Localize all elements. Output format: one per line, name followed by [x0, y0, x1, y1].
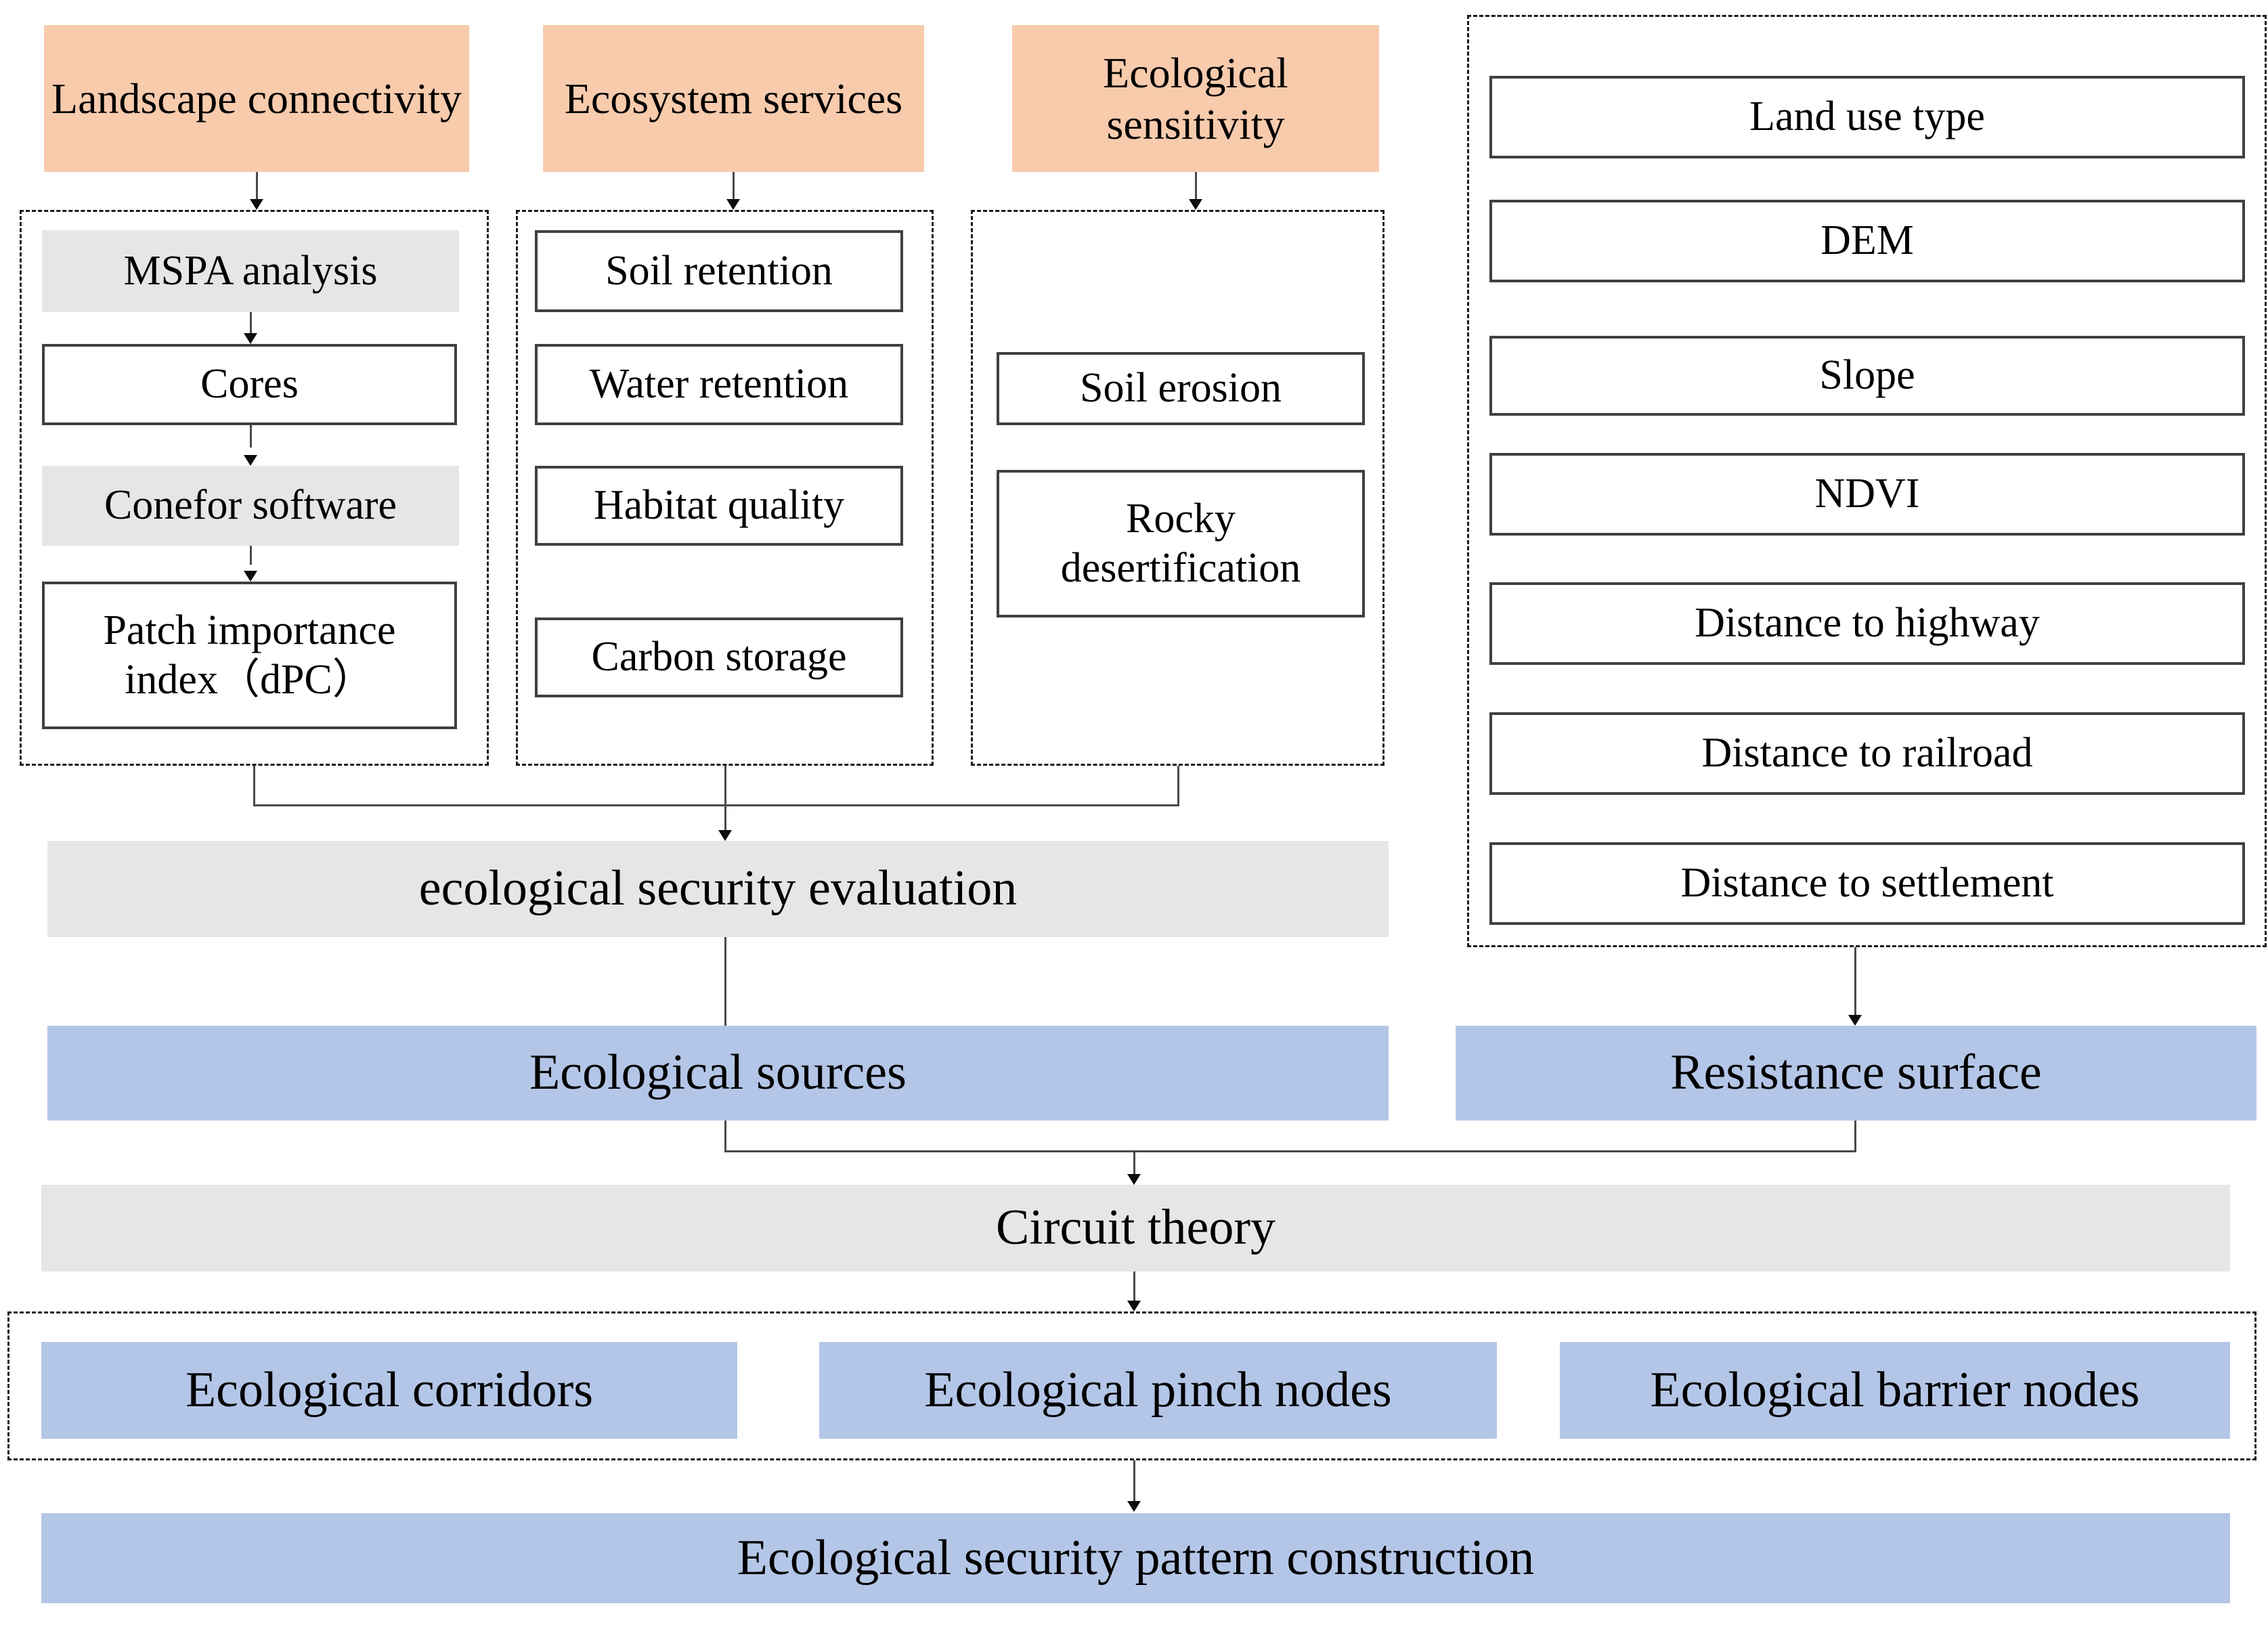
- connector-factors-resistance-line: [1854, 947, 1856, 1015]
- collector-sensitivity-drop: [1177, 766, 1179, 806]
- connector-factors-resistance-arrowhead: [1848, 1015, 1862, 1026]
- bar-ecological-barrier-nodes: Ecological barrier nodes: [1560, 1342, 2230, 1439]
- connector-network-construction-line: [1133, 1460, 1135, 1502]
- connector-landscape-line: [256, 172, 258, 202]
- node-rocky-desertification: Rocky desertification: [997, 470, 1365, 617]
- group-network-elements: [7, 1311, 2256, 1460]
- node-cores: Cores: [42, 344, 457, 425]
- connector-conefor-patch-line: [250, 546, 252, 565]
- node-mspa-analysis: MSPA analysis: [42, 230, 459, 312]
- node-distance-to-settlement: Distance to settlement: [1489, 842, 2245, 925]
- header-ecological-sensitivity: Ecological sensitivity: [1012, 25, 1379, 172]
- bar-resistance-surface: Resistance surface: [1456, 1026, 2256, 1121]
- merge-sources-drop: [724, 1121, 726, 1152]
- group-ecosystem-services: [516, 210, 934, 766]
- node-soil-erosion: Soil erosion: [997, 352, 1365, 425]
- connector-cores-conefor-arrowhead: [244, 455, 257, 466]
- bar-ecological-sources: Ecological sources: [47, 1026, 1389, 1121]
- bar-ecological-security-pattern-construction: Ecological security pattern construction: [41, 1513, 2230, 1603]
- collector-arrowhead: [718, 830, 732, 841]
- connector-cores-conefor-line: [250, 425, 252, 448]
- bar-circuit-theory: Circuit theory: [41, 1185, 2230, 1272]
- connector-ecosystem-arrowhead: [726, 199, 740, 210]
- node-land-use-type: Land use type: [1489, 76, 2245, 158]
- connector-sensitivity-arrowhead: [1189, 199, 1202, 210]
- group-ecological-sensitivity: [971, 210, 1384, 766]
- connector-evaluation-sources-line: [724, 937, 726, 1026]
- merge-resistance-drop: [1854, 1121, 1856, 1152]
- merge-arrowhead: [1127, 1174, 1141, 1185]
- collector-landscape-drop: [253, 766, 255, 806]
- connector-ecosystem-line: [733, 172, 735, 202]
- node-patch-importance-index: Patch importance index（dPC）: [42, 582, 457, 729]
- node-distance-to-railroad: Distance to railroad: [1489, 712, 2245, 795]
- connector-sensitivity-line: [1195, 172, 1197, 202]
- group-landscape-connectivity: [20, 210, 489, 766]
- connector-circuit-network-line: [1133, 1272, 1135, 1302]
- bar-ecological-security-evaluation: ecological security evaluation: [47, 841, 1389, 937]
- header-ecosystem-services: Ecosystem services: [543, 25, 924, 172]
- collector-center-drop: [724, 766, 726, 831]
- collector-horizontal-line: [253, 804, 1179, 806]
- node-carbon-storage: Carbon storage: [535, 617, 903, 697]
- connector-landscape-arrowhead: [250, 199, 263, 210]
- merge-center-drop: [1133, 1150, 1135, 1175]
- connector-mspa-cores-arrowhead: [244, 333, 257, 344]
- node-soil-retention: Soil retention: [535, 230, 903, 312]
- node-water-retention: Water retention: [535, 344, 903, 425]
- node-habitat-quality: Habitat quality: [535, 466, 903, 546]
- connector-circuit-network-arrowhead: [1127, 1301, 1141, 1311]
- header-landscape-connectivity: Landscape connectivity: [44, 25, 469, 172]
- connector-conefor-patch-arrowhead: [244, 571, 257, 582]
- node-ndvi: NDVI: [1489, 453, 2245, 536]
- bar-ecological-pinch-nodes: Ecological pinch nodes: [819, 1342, 1497, 1439]
- node-conefor-software: Conefor software: [42, 466, 459, 546]
- node-dem: DEM: [1489, 200, 2245, 282]
- connector-mspa-cores-line: [250, 312, 252, 335]
- merge-horizontal-line: [724, 1150, 1856, 1152]
- bar-ecological-corridors: Ecological corridors: [41, 1342, 737, 1439]
- connector-network-construction-arrowhead: [1127, 1501, 1141, 1512]
- node-distance-to-highway: Distance to highway: [1489, 582, 2245, 665]
- node-slope: Slope: [1489, 336, 2245, 416]
- group-resistance-factors: [1467, 15, 2267, 947]
